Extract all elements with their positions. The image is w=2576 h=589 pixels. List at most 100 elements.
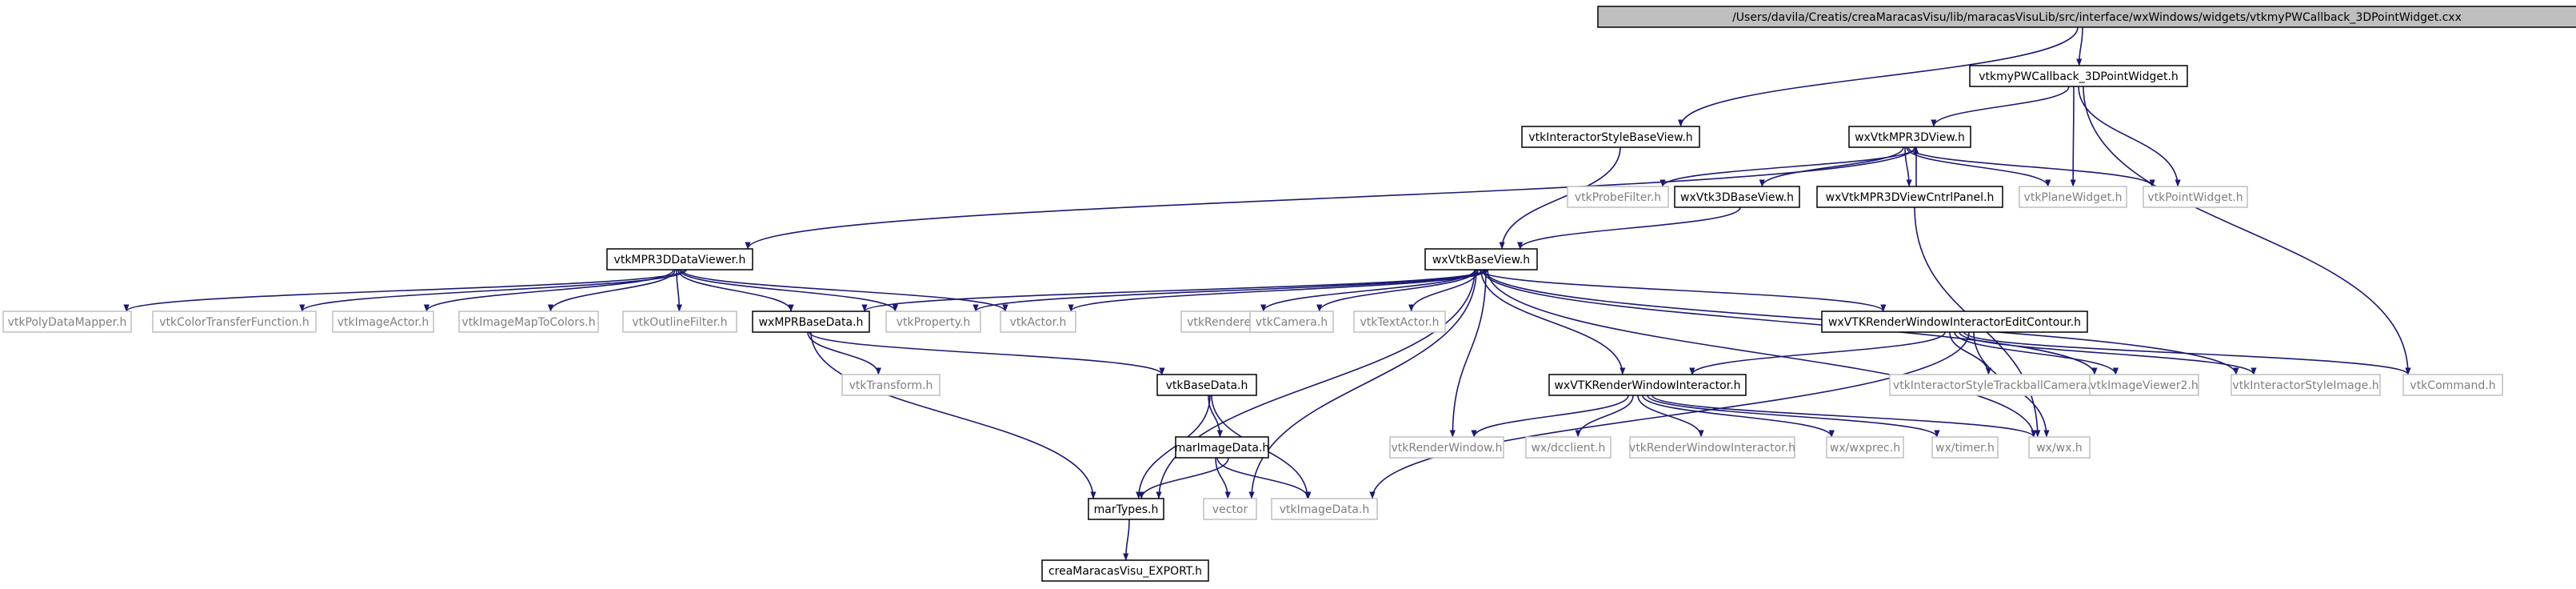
node-label: vector — [1212, 503, 1248, 516]
node-box — [2231, 374, 2381, 396]
node-imgactor: vtkImageActor.h — [332, 311, 434, 333]
node-isbv[interactable]: vtkInteractorStyleBaseView.h — [1521, 126, 1700, 148]
edge-rwiec-to-imgdata — [1369, 331, 1970, 499]
node-label: vtkTransform.h — [849, 379, 933, 392]
edge-wxbase-to-camera — [1316, 269, 1477, 312]
node-box — [1969, 65, 2188, 87]
node-mpr3dview[interactable]: wxVtkMPR3DView.h — [1848, 126, 1971, 148]
node-box — [841, 374, 941, 396]
node-label: vtkActor.h — [1010, 316, 1067, 329]
node-label: marImageData.h — [1175, 442, 1270, 455]
edge-dataviewer-to-prop — [679, 269, 898, 312]
edge-dataviewer-to-imgmap — [547, 269, 676, 312]
node-rwiec[interactable]: wxVTKRenderWindowInteractorEditContour.h — [1821, 311, 2088, 333]
edge-cb_h-to-mpr3dview — [1931, 86, 2070, 127]
node-timer: wx/timer.h — [1931, 436, 1999, 459]
edge-dataviewer-to-imgactor — [423, 269, 674, 312]
node-box — [1826, 436, 1904, 459]
node-label: vtkPlaneWidget.h — [2024, 191, 2123, 204]
node-box — [2402, 374, 2503, 396]
node-command: vtkCommand.h — [2402, 374, 2503, 396]
node-export[interactable]: creaMaracasVisu_EXPORT.h — [1041, 559, 1209, 582]
node-wxwx: wx/wx.h — [2028, 436, 2091, 459]
edge-wxbase-to-renderer — [1260, 269, 1476, 312]
node-label: vtkPointWidget.h — [2147, 191, 2243, 204]
node-label: vtkTextActor.h — [1360, 316, 1439, 329]
node-dcclient: wx/dcclient.h — [1525, 436, 1611, 459]
node-label: vtkCamera.h — [1256, 316, 1328, 329]
edge-mpr3dview-to-probe — [1659, 146, 1917, 187]
node-marimg[interactable]: marImageData.h — [1175, 436, 1270, 459]
node-label: wxVTKRenderWindowInteractorEditContour.h — [1828, 316, 2081, 329]
node-imgdata: vtkImageData.h — [1271, 498, 1378, 520]
edge-rwi-to-vtkrwi — [1637, 395, 1704, 438]
node-box — [1629, 436, 1795, 459]
edge-mpr3dview-to-pointw — [1907, 146, 2155, 187]
node-box — [458, 311, 599, 333]
node-plane: vtkPlaneWidget.h — [2019, 186, 2127, 208]
node-label: vtkInteractorStyleBaseView.h — [1528, 131, 1692, 144]
node-box — [1353, 311, 1446, 333]
node-basedata[interactable]: vtkBaseData.h — [1156, 374, 1257, 396]
node-box — [752, 311, 870, 333]
node-label: vtkImageMapToColors.h — [461, 316, 595, 329]
node-vector: vector — [1203, 498, 1257, 520]
node-box — [2089, 374, 2199, 396]
node-textactor: vtkTextActor.h — [1353, 311, 1446, 333]
node-label: vtkPolyDataMapper.h — [8, 316, 127, 329]
node-box — [2028, 436, 2091, 459]
node-wx3dbase[interactable]: wxVtk3DBaseView.h — [1674, 186, 1800, 208]
edge-wxbase-to-prop — [972, 269, 1487, 312]
node-label: wxVtk3DBaseView.h — [1680, 191, 1794, 204]
edge-rwi-to-wxprec — [1642, 395, 1835, 438]
node-label: vtkImageViewer2.h — [2090, 379, 2199, 392]
edge-mprbase-to-martypes — [810, 331, 1096, 499]
node-label: vtkBaseData.h — [1166, 379, 1248, 392]
node-label: wx/wxprec.h — [1830, 442, 1900, 455]
node-box — [1249, 311, 1334, 333]
edges-layer — [123, 26, 2411, 561]
node-box — [1889, 374, 2102, 396]
edge-wxbase-to-wxwx — [1487, 269, 2037, 438]
node-label: vtkInteractorStyleTrackballCamera.h — [1893, 379, 2098, 392]
edge-mpr3dview-to-wx3dbase — [1759, 146, 1904, 187]
node-box — [1156, 374, 1257, 396]
edge-rwi-to-dcclient — [1575, 395, 1634, 438]
node-wxbase[interactable]: wxVtkBaseView.h — [1424, 248, 1538, 270]
edge-wxbase-to-imgviewer2 — [1482, 269, 2098, 375]
node-label: vtkMPR3DDataViewer.h — [614, 254, 746, 266]
edge-dataviewer-to-polymap — [123, 269, 685, 312]
edge-cb_h-to-command — [2083, 86, 2411, 375]
node-box — [1548, 374, 1747, 396]
node-mprbase[interactable]: wxMPRBaseData.h — [752, 311, 870, 333]
node-istrack: vtkInteractorStyleTrackballCamera.h — [1889, 374, 2102, 396]
node-martypes[interactable]: marTypes.h — [1088, 498, 1164, 520]
node-renwin: vtkRenderWindow.h — [1389, 436, 1504, 459]
node-cb-h[interactable]: vtkmyPWCallback_3DPointWidget.h — [1969, 65, 2188, 87]
node-label: vtkRenderer.h — [1187, 316, 1265, 329]
node-cntrl[interactable]: wxVtkMPR3DViewCntrlPanel.h — [1816, 186, 2003, 208]
node-root[interactable]: /Users/davila/Creatis/creaMaracasVisu/li… — [1597, 6, 2576, 28]
edge-isbv-to-wxbase — [1499, 146, 1621, 250]
edge-cb_h-to-pointw — [2078, 86, 2181, 187]
node-box — [1597, 6, 2576, 28]
node-box — [606, 248, 753, 270]
node-box — [1424, 248, 1538, 270]
node-label: vtkProperty.h — [897, 316, 970, 329]
node-box — [1674, 186, 1800, 208]
node-imgmap: vtkImageMapToColors.h — [458, 311, 599, 333]
edge-cb_h-to-plane — [2070, 86, 2076, 187]
edge-wxbase-to-rwiec — [1479, 269, 1887, 312]
edge-dataviewer-to-actor — [681, 269, 1008, 312]
node-rwi[interactable]: wxVTKRenderWindowInteractor.h — [1548, 374, 1747, 396]
node-box — [1567, 186, 1669, 208]
node-box — [1521, 126, 1700, 148]
node-box — [2, 311, 132, 333]
node-label: vtkCommand.h — [2410, 379, 2495, 392]
edge-wxbase-to-renwin — [1449, 269, 1487, 438]
edge-mpr3dview-to-cntrl — [1904, 146, 1912, 187]
edge-wx3dbase-to-wxbase — [1517, 206, 1741, 250]
node-dataviewer[interactable]: vtkMPR3DDataViewer.h — [606, 248, 753, 270]
node-label: vtkInteractorStyleImage.h — [2232, 379, 2378, 392]
node-box — [1821, 311, 2088, 333]
